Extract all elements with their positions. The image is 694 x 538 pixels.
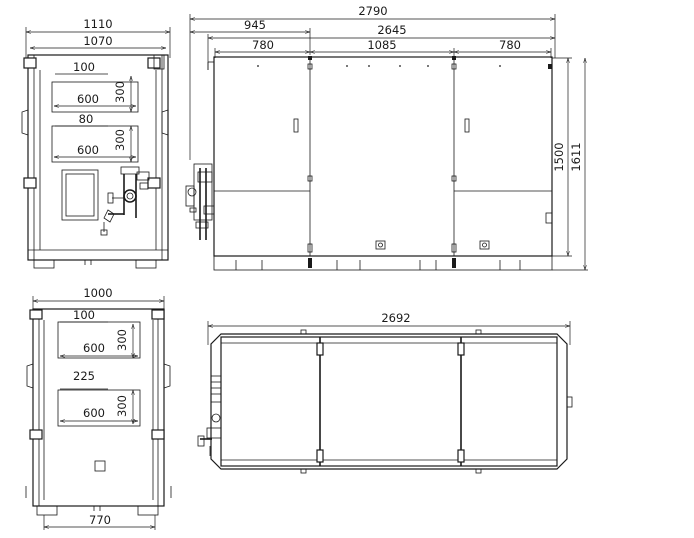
side-section-left-label: 945 (244, 18, 266, 32)
top-cabinet-roof (220, 336, 558, 467)
door-handle-icon (293, 118, 299, 133)
front-overall-width-label: 1110 (83, 17, 112, 31)
side-view: 2790 945 2645 780 1085 780 1500 1611 (185, 4, 588, 271)
front-inner-width-label: 1070 (83, 34, 112, 48)
door-handle-icon (464, 118, 470, 133)
front-opening-2-height-label: 300 (113, 129, 127, 151)
front-opening-1-height-label: 300 (113, 81, 127, 103)
side-section-3-label: 780 (499, 38, 521, 52)
rear-view: 1000 100 300 600 225 (25, 286, 172, 530)
rear-opening-1-height-label: 300 (115, 329, 129, 351)
rear-opening-lower (57, 389, 141, 427)
front-gap-label: 80 (79, 112, 94, 126)
side-plinth (213, 255, 553, 271)
side-cabinet-body (213, 56, 553, 257)
side-total-length-label: 2790 (358, 4, 387, 18)
side-section-2-label: 1085 (367, 38, 396, 52)
rear-top-offset-label: 100 (73, 308, 95, 322)
rear-opening-2-width-label: 600 (83, 406, 105, 420)
cable-gland-icon (479, 240, 490, 250)
top-length-label: 2692 (381, 311, 410, 325)
top-view: 2692 (197, 311, 573, 474)
front-opening-upper (51, 81, 139, 113)
side-piping-assembly-icon (185, 163, 215, 240)
rear-overall-width-label: 1000 (83, 286, 112, 300)
rear-cabinet-body (32, 308, 165, 507)
rear-base-width-label: 770 (89, 513, 111, 527)
rear-access-plate (94, 460, 106, 472)
cable-gland-icon (375, 240, 386, 250)
rear-opening-2-height-label: 300 (115, 395, 129, 417)
top-piping-assembly-icon (197, 375, 222, 456)
side-total-height-label: 1611 (569, 142, 583, 171)
front-cabinet-body (27, 54, 169, 261)
rear-opening-1-width-label: 600 (83, 341, 105, 355)
side-body-height-label: 1500 (552, 142, 566, 171)
front-opening-1-width-label: 600 (77, 92, 99, 106)
corner-bracket (23, 57, 37, 69)
valve-assembly-icon (100, 166, 150, 236)
front-top-offset-label: 100 (73, 60, 95, 74)
side-section-1-label: 780 (252, 38, 274, 52)
front-opening-2-width-label: 600 (77, 143, 99, 157)
side-body-length-label: 2645 (377, 23, 406, 37)
front-view: 1110 1070 100 300 600 (21, 17, 171, 269)
rear-gap-label: 225 (73, 369, 95, 383)
top-cabinet-outline (210, 333, 568, 470)
front-inspection-panel (61, 169, 99, 221)
